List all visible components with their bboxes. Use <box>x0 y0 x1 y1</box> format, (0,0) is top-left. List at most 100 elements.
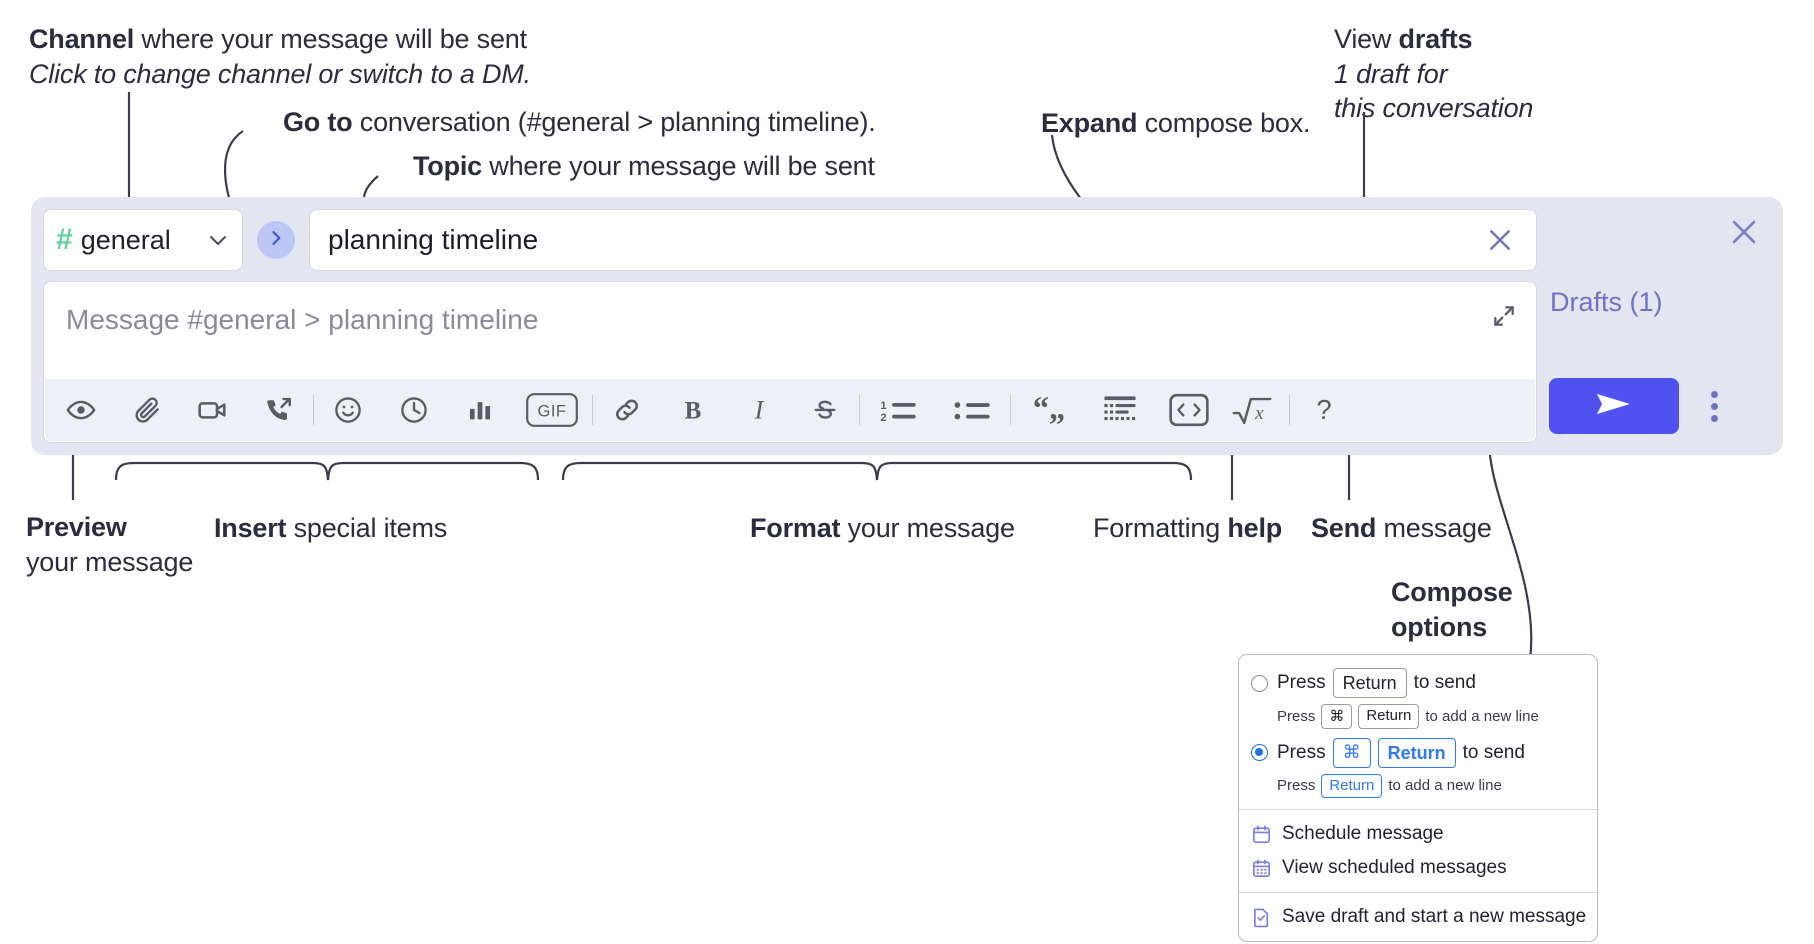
toolbar-divider-1 <box>313 395 314 425</box>
annotation-channel-italic: Click to change channel or switch to a D… <box>29 58 531 89</box>
annotation-expand-rest: compose box. <box>1137 108 1311 138</box>
annotation-insert-bold: Insert <box>214 513 287 543</box>
annotation-preview: Preview your message <box>26 510 193 579</box>
send-option-return-label: Press Return to send <box>1277 668 1476 699</box>
bold-button[interactable]: B <box>671 388 715 432</box>
annotation-help: Formatting help <box>1093 511 1282 546</box>
chevron-right-icon <box>266 228 286 253</box>
svg-text:I: I <box>754 395 765 424</box>
message-placeholder: Message #general > planning timeline <box>66 304 539 335</box>
radio-return-unselected[interactable] <box>1251 674 1268 692</box>
topic-value: planning timeline <box>328 224 539 255</box>
annotation-drafts-plain: View <box>1334 24 1399 54</box>
key-return-blue-hint: Return <box>1321 773 1383 799</box>
send-option-return-hint: Press ⌘ Return to add a new line <box>1277 704 1585 729</box>
annotation-channel-bold: Channel <box>29 24 135 54</box>
preview-message-button[interactable] <box>59 388 103 432</box>
annotation-drafts-line2: 1 draft for <box>1334 58 1448 89</box>
inline-code-button[interactable] <box>1165 388 1213 432</box>
annotation-goto: Go to conversation (#general > planning … <box>283 105 876 140</box>
expand-compose-icon[interactable] <box>1486 298 1522 334</box>
hint2-prefix: Press <box>1277 777 1316 795</box>
send-option-cmd-return-label: Press ⌘ Return to send <box>1277 737 1525 768</box>
radio-cmd-return-selected[interactable] <box>1251 744 1268 762</box>
annotation-expand: Expand compose box. <box>1041 106 1311 141</box>
annotation-goto-bold: Go to <box>283 107 353 137</box>
key-return: Return <box>1332 668 1407 699</box>
compose-box: # general planning timeline <box>31 197 1783 455</box>
annotation-compose-options-line1: Compose <box>1391 577 1513 607</box>
poll-chart-button[interactable] <box>458 388 502 432</box>
topic-input[interactable]: planning timeline <box>309 209 1537 271</box>
annotation-channel: Channel where your message will be sent … <box>29 22 531 91</box>
toolbar-divider-3 <box>859 395 860 425</box>
annotation-send-bold: Send <box>1311 513 1377 543</box>
send-message-button[interactable] <box>1549 378 1679 434</box>
link-button[interactable] <box>605 388 649 432</box>
schedule-group: Schedule message View scheduled messages <box>1239 810 1597 892</box>
svg-text:“„: “„ <box>1033 390 1065 426</box>
annotation-insert: Insert special items <box>214 511 447 546</box>
send-shortcut-options: Press Return to send Press ⌘ Return to a… <box>1239 655 1597 809</box>
annotation-send: Send message <box>1311 511 1492 546</box>
annotation-topic-rest: where your message will be sent <box>482 151 875 181</box>
goto-conversation-button[interactable] <box>257 221 295 259</box>
gif-button[interactable]: GIF <box>524 388 580 432</box>
attach-file-button[interactable] <box>125 388 169 432</box>
annotation-expand-bold: Expand <box>1041 108 1138 138</box>
annotation-format-rest: your message <box>840 513 1015 543</box>
annotation-insert-rest: special items <box>286 513 448 543</box>
annotation-channel-rest: where your message will be sent <box>134 24 527 54</box>
more-vertical-dot-3 <box>1710 414 1718 422</box>
code-block-button[interactable] <box>1097 388 1143 432</box>
annotation-drafts-bold: drafts <box>1398 24 1473 54</box>
compose-options-menu: Press Return to send Press ⌘ Return to a… <box>1238 654 1598 943</box>
annotation-help-bold: help <box>1227 513 1283 543</box>
record-audio-button[interactable] <box>257 388 301 432</box>
blockquote-button[interactable]: “„ <box>1023 388 1075 432</box>
emoji-button[interactable] <box>326 388 370 432</box>
annotation-preview-line2: your message <box>26 546 194 577</box>
key-command-blue: ⌘ <box>1332 737 1371 768</box>
compose-header-row: # general planning timeline <box>43 209 1537 271</box>
annotation-format: Format your message <box>750 511 1015 546</box>
italic-button[interactable]: I <box>737 388 781 432</box>
bulleted-list-button[interactable] <box>946 388 998 432</box>
reminder-clock-button[interactable] <box>392 388 436 432</box>
annotation-topic: Topic where your message will be sent <box>413 149 875 184</box>
send-option-cmd-return[interactable]: Press ⌘ Return to send <box>1251 737 1585 768</box>
toolbar-divider-4 <box>1010 395 1011 425</box>
channel-selector[interactable]: # general <box>43 209 243 271</box>
svg-text:B: B <box>685 397 702 424</box>
send-option-return[interactable]: Press Return to send <box>1251 668 1585 699</box>
formatting-help-button[interactable]: ? <box>1302 388 1346 432</box>
strikethrough-button[interactable] <box>803 388 847 432</box>
formatting-toolbar: GIF B I <box>45 379 1535 441</box>
hint2-suffix: to add a new line <box>1388 777 1502 795</box>
menu-item-save-draft-label: Save draft and start a new message <box>1282 906 1587 928</box>
close-compose-icon[interactable] <box>1725 213 1763 251</box>
record-video-button[interactable] <box>191 388 235 432</box>
message-input-area[interactable]: Message #general > planning timeline <box>43 281 1537 443</box>
send-option-cmd-suffix: to send <box>1462 741 1525 763</box>
annotation-format-bold: Format <box>750 513 841 543</box>
compose-options-button[interactable] <box>1697 385 1731 427</box>
ordered-list-button[interactable]: 1 2 <box>872 388 924 432</box>
topic-clear-icon[interactable] <box>1482 222 1518 258</box>
svg-text:x: x <box>1254 403 1264 424</box>
annotation-send-rest: message <box>1376 513 1492 543</box>
compose-right-column: Drafts (1) <box>1537 197 1783 455</box>
annotation-drafts-line3: this conversation <box>1334 93 1534 124</box>
menu-item-view-scheduled[interactable]: View scheduled messages <box>1239 851 1597 885</box>
channel-name-label: general <box>80 224 171 255</box>
menu-item-save-draft[interactable]: Save draft and start a new message <box>1239 900 1597 934</box>
send-paper-plane-icon <box>1593 389 1635 424</box>
drafts-link[interactable]: Drafts (1) <box>1550 287 1663 317</box>
calendar-grid-icon <box>1251 858 1272 879</box>
menu-item-schedule-message[interactable]: Schedule message <box>1239 817 1597 851</box>
key-return-hint: Return <box>1358 704 1420 729</box>
key-return-blue: Return <box>1377 737 1456 768</box>
latex-button[interactable]: x <box>1227 388 1277 432</box>
send-option-cmd-prefix: Press <box>1277 741 1326 763</box>
